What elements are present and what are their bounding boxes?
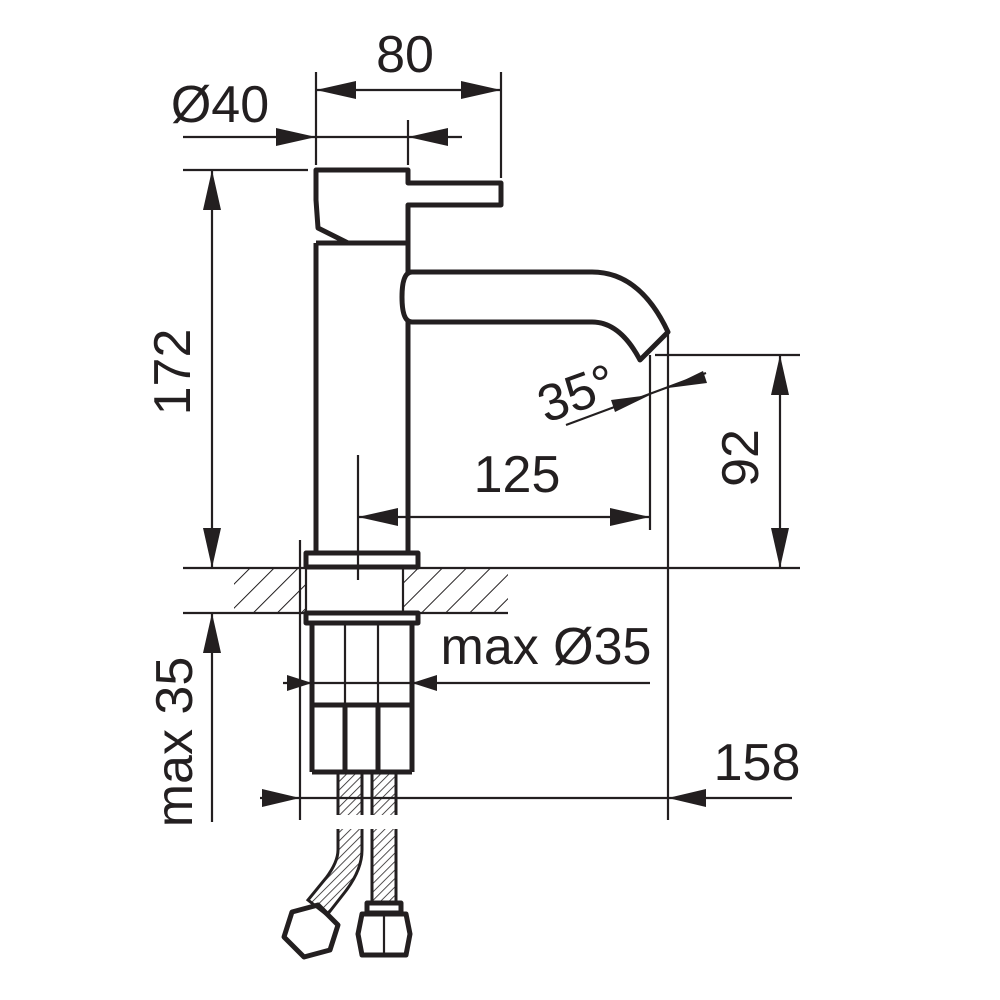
dim-spout-reach: 125 (474, 446, 561, 504)
dim-spout-angle: 35° (530, 353, 624, 434)
dim-overall-height: 172 (144, 329, 202, 416)
handle-lever (313, 167, 504, 246)
spout (399, 269, 671, 363)
hose-nut-right (355, 911, 413, 958)
supply-hoses (281, 771, 413, 960)
dim-overall-width: 80 (376, 26, 434, 84)
countertop-section (183, 566, 800, 615)
hose-nut-left (281, 902, 341, 960)
dim-spout-height: 92 (712, 429, 770, 487)
dim-countertop-thickness: max 35 (146, 657, 204, 828)
dimension-lines (183, 72, 800, 822)
faucet-body (303, 167, 671, 775)
dim-hole-diameter: max Ø35 (441, 618, 652, 676)
dim-total-reach: 158 (714, 734, 801, 792)
dim-handle-diameter: Ø40 (171, 76, 269, 134)
